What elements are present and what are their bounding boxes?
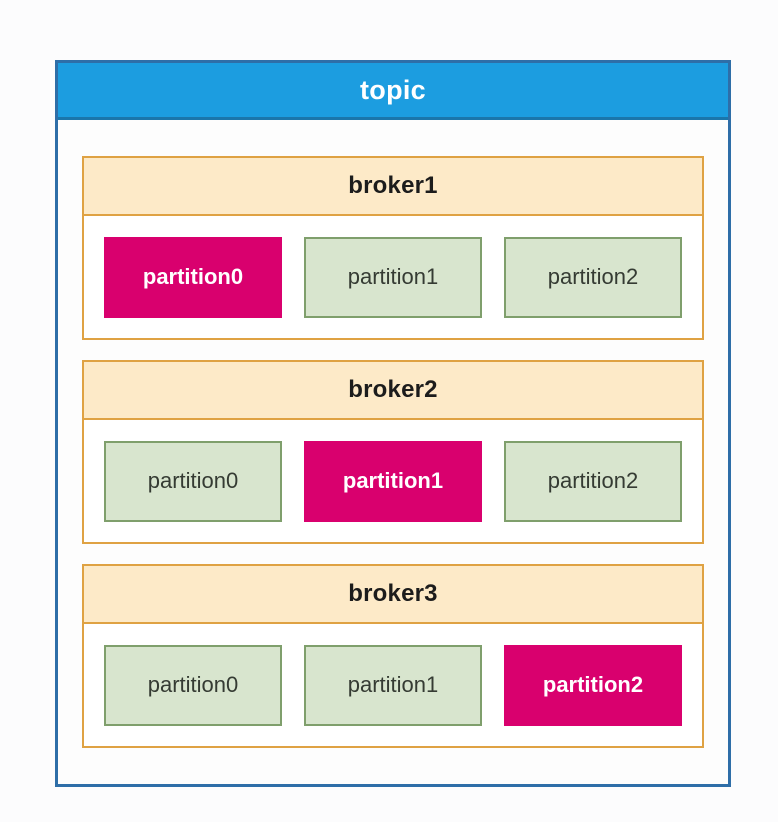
partition-box-broker1-partition1: partition1 <box>304 236 482 318</box>
broker-title-2: broker2 <box>348 376 438 403</box>
partition-box-broker1-partition0: partition0 <box>104 236 282 318</box>
broker-header-3: broker3 <box>84 566 702 624</box>
broker-header-1: broker1 <box>84 158 702 216</box>
partition-label: partition2 <box>542 672 644 697</box>
partition-box-broker3-partition0: partition0 <box>104 644 282 726</box>
partition-box-broker3-partition1: partition1 <box>304 644 482 726</box>
partition-label: partition0 <box>147 672 239 697</box>
partition-label: partition1 <box>347 672 439 697</box>
partition-label: partition0 <box>147 468 239 493</box>
broker-title-3: broker3 <box>348 580 438 607</box>
broker-list: broker1 partition0 partition1 partition2 <box>58 120 728 784</box>
partition-box-broker2-partition1: partition1 <box>304 440 482 522</box>
broker-box-3: broker3 partition0 partition1 partition2 <box>82 564 704 748</box>
partition-label: partition1 <box>342 468 444 493</box>
partition-label: partition2 <box>547 264 639 289</box>
broker-box-1: broker1 partition0 partition1 partition2 <box>82 156 704 340</box>
topic-title: topic <box>360 74 426 105</box>
partition-box-broker2-partition0: partition0 <box>104 440 282 522</box>
broker-header-2: broker2 <box>84 362 702 420</box>
topic-header: topic <box>58 63 728 120</box>
broker-title-1: broker1 <box>348 172 438 199</box>
partition-row-2: partition0 partition1 partition2 <box>84 420 702 542</box>
partition-box-broker2-partition2: partition2 <box>504 440 682 522</box>
partition-label: partition0 <box>142 264 244 289</box>
partition-row-1: partition0 partition1 partition2 <box>84 216 702 338</box>
partition-row-3: partition0 partition1 partition2 <box>84 624 702 746</box>
broker-box-2: broker2 partition0 partition1 partition2 <box>82 360 704 544</box>
partition-label: partition1 <box>347 264 439 289</box>
partition-label: partition2 <box>547 468 639 493</box>
partition-box-broker3-partition2: partition2 <box>504 644 682 726</box>
topic-container: topic broker1 partition0 partition1 part… <box>55 60 731 787</box>
partition-box-broker1-partition2: partition2 <box>504 236 682 318</box>
